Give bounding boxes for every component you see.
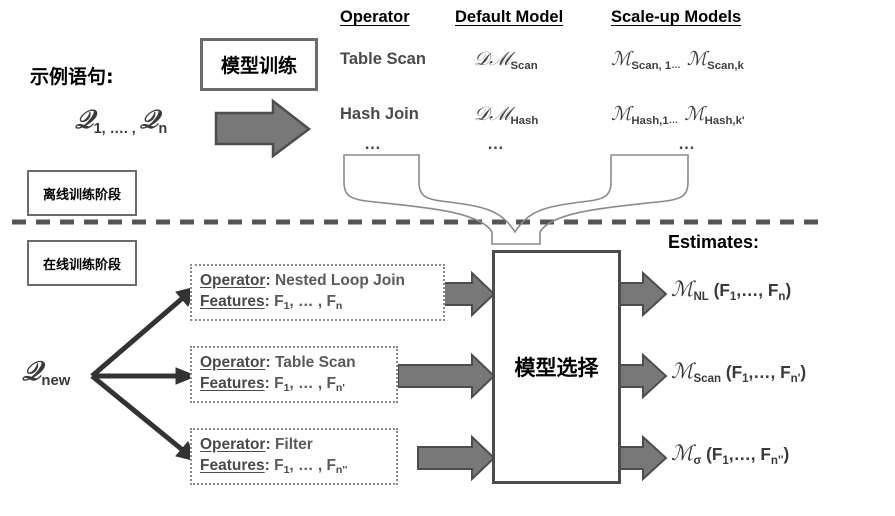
table-cell-operator-0: Table Scan <box>340 50 426 68</box>
model-selection-box: 模型选择 <box>492 250 621 484</box>
operator-card-0-operator: Operator: Nested Loop Join <box>200 272 405 289</box>
operator-card-1-features: Features: F1, … , Fn' <box>200 375 345 395</box>
block-arrow-card-3 <box>417 434 496 482</box>
table-ellipsis-scaleup: … <box>678 134 696 153</box>
table-cell-scaleup-0: ℳScan, 1… ℳScan,k <box>611 48 744 72</box>
block-arrow-estimate-1 <box>613 270 668 318</box>
operator-card-2-operator: Operator: Filter <box>200 436 313 453</box>
table-cell-default-model-0: 𝒟ℳScan <box>474 48 538 72</box>
estimate-0: ℳNL (F1,…, Fn) <box>671 277 792 304</box>
table-ellipsis-operator: … <box>364 134 382 153</box>
operator-card-2[interactable]: Operator: Filter Features: F1, … , Fn'' <box>190 428 398 485</box>
block-arrow-estimate-2 <box>613 352 668 400</box>
block-arrow-card-1 <box>442 270 496 318</box>
block-arrow-train <box>214 98 312 159</box>
operator-card-1-operator: Operator: Table Scan <box>200 354 356 371</box>
model-brace <box>343 154 689 245</box>
table-header-operator: Operator <box>340 8 410 26</box>
table-cell-scaleup-1: ℳHash,1… ℳHash,k' <box>611 103 745 127</box>
operator-card-0-features: Features: F1, … , Fn <box>200 293 343 313</box>
operator-card-1[interactable]: Operator: Table Scan Features: F1, … , F… <box>190 346 398 403</box>
estimate-1: ℳScan (F1,…, Fn') <box>671 359 807 386</box>
model-training-box: 模型训练 <box>200 38 318 91</box>
online-phase-label: 在线训练阶段 <box>42 257 121 273</box>
query-new-symbol: 𝒬new <box>22 356 71 390</box>
table-header-scaleup-models: Scale-up Models <box>611 8 742 26</box>
estimates-title: Estimates: <box>668 232 760 252</box>
offline-phase-label: 离线训练阶段 <box>42 187 121 203</box>
table-header-default-model: Default Model <box>455 8 564 26</box>
model-selection-label: 模型选择 <box>514 356 599 380</box>
table-ellipsis-default: … <box>487 134 505 153</box>
sample-queries-label: 示例语句: <box>30 66 114 88</box>
query-set-symbol: 𝒬1, …. , 𝒬n <box>75 105 168 138</box>
model-training-label: 模型训练 <box>220 55 297 77</box>
block-arrow-card-2 <box>397 352 496 400</box>
online-phase-box: 在线训练阶段 <box>27 240 137 286</box>
estimate-2: ℳσ (F1,…, Fn'') <box>671 441 790 468</box>
offline-phase-box: 离线训练阶段 <box>27 170 137 216</box>
operator-card-0[interactable]: Operator: Nested Loop Join Features: F1,… <box>190 264 445 321</box>
operator-card-2-features: Features: F1, … , Fn'' <box>200 457 348 477</box>
block-arrow-estimate-3 <box>613 434 668 482</box>
query-fanout-arrows <box>90 286 198 462</box>
table-cell-operator-1: Hash Join <box>340 105 419 123</box>
table-cell-default-model-1: 𝒟ℳHash <box>474 103 539 127</box>
